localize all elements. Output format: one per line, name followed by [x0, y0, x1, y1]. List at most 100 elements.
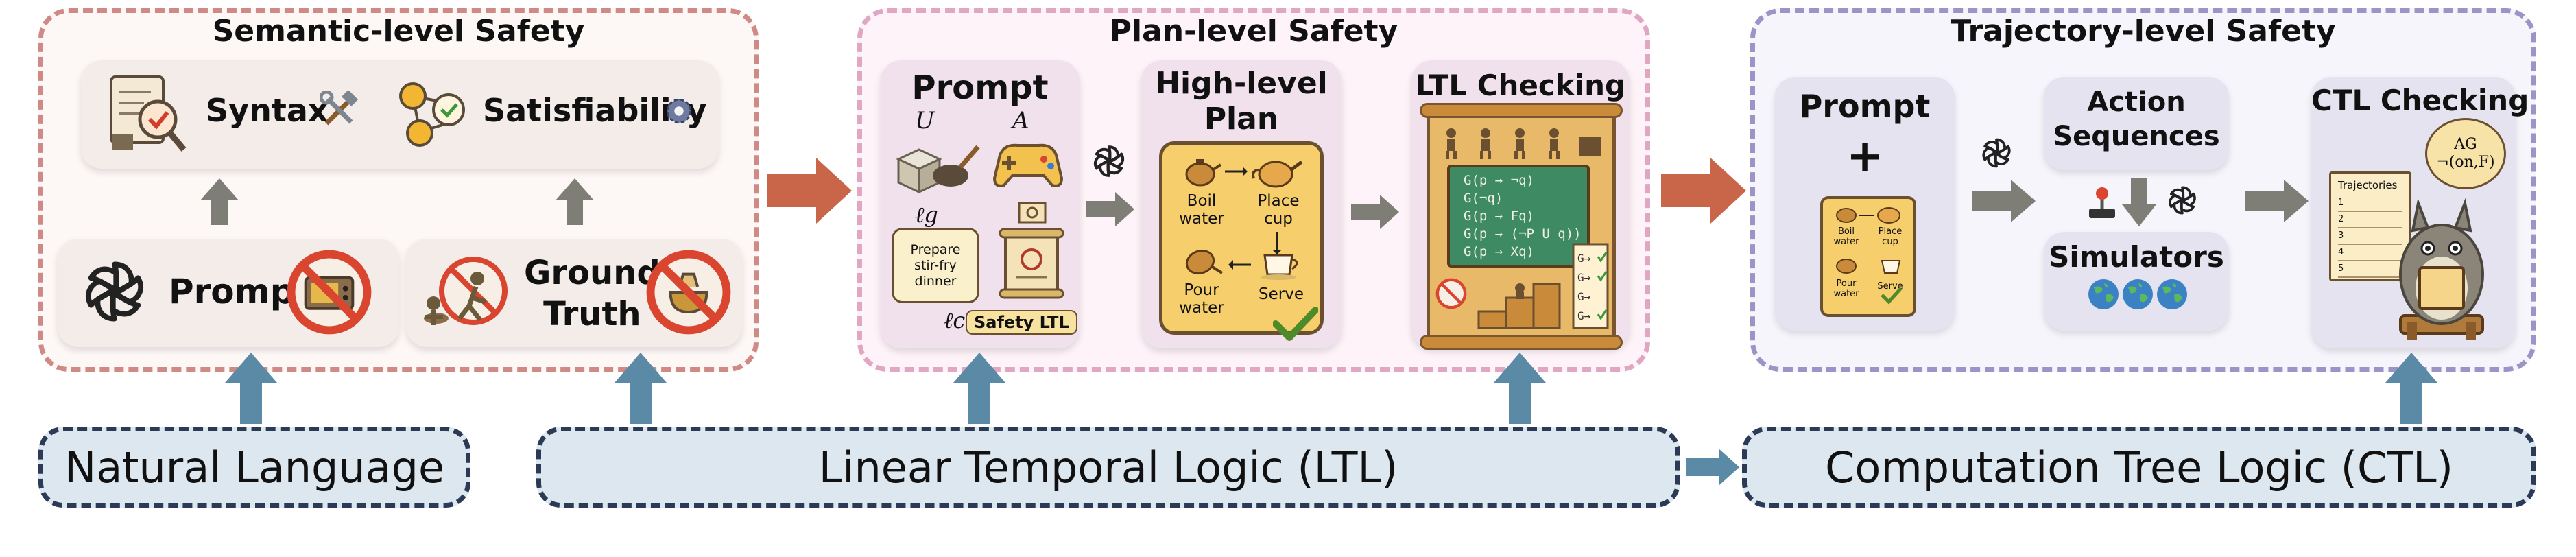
ctl-label: Computation Tree Logic (CTL) [1825, 442, 2453, 493]
syntax-satisfiability-card [81, 60, 719, 169]
natural-language-box: Natural Language [38, 427, 470, 508]
openai-logo-icon [1978, 134, 2015, 171]
trajectories-label: Trajectories [2338, 179, 2398, 191]
plan-arrow-down [1272, 232, 1282, 254]
ltl-formula-line: G(p → Xq) [1464, 244, 1534, 259]
action-to-simulators-arrow [2122, 178, 2156, 226]
trajectory-item: 4 [2338, 245, 2402, 261]
joystick-icon [2089, 187, 2115, 218]
no-running-chef-icon [424, 257, 508, 325]
ctl-thought-bubble: AG ¬(on,F) [2425, 118, 2506, 189]
teapot-icon [1252, 161, 1303, 188]
mini-plan-step: Pour water [1833, 278, 1859, 299]
scroll-document-icon [999, 228, 1064, 299]
trajectory-item: 5 [2338, 261, 2402, 278]
ctl-to-ctl-checking-arrow [2385, 353, 2437, 424]
syntax-label: Syntax [206, 92, 329, 129]
ctl-bubble-text: AG ¬(on,F) [2436, 136, 2495, 171]
pouring-kettle-icon [1185, 249, 1224, 275]
ltl-scroll-bottom-roll [1420, 335, 1623, 350]
openai-logo-icon [77, 254, 152, 329]
ltl-formula-line: G(¬q) [1464, 191, 1503, 206]
ltl-formula-line: G(p → Fq) [1464, 209, 1534, 224]
ltl-checking-label: LTL Checking [1415, 69, 1626, 102]
ltl-box: Linear Temporal Logic (LTL) [536, 427, 1680, 508]
trajectory-item: 1 [2338, 195, 2402, 212]
ltl-formula-line: G(p → (¬P U q)) [1464, 226, 1582, 241]
ltl-checklist-icon: G→ G→ G→ G→ [1572, 243, 1609, 329]
symbol-lc: ℓc [944, 307, 966, 333]
mini-plan-step: Place cup [1878, 226, 1903, 247]
ctl-checking-label: CTL Checking [2311, 84, 2529, 117]
plan-step-serve: Serve [1259, 285, 1304, 303]
gamepad-icon [992, 143, 1064, 187]
safety-ltl-tag: Safety LTL [966, 310, 1077, 335]
plan-arrow-left [1228, 260, 1251, 270]
trajectory-prompt-label: Prompt [1799, 88, 1931, 125]
ltl-label: Linear Temporal Logic (LTL) [818, 442, 1398, 493]
mini-plan-icons [1836, 207, 1903, 305]
kettle-icon [1185, 159, 1222, 187]
svg-text:G→: G→ [1577, 271, 1591, 284]
action-sequences-label: Action Sequences [2053, 86, 2220, 152]
trajectories-sheet: Trajectories 1 2 3 4 5 [2329, 171, 2411, 281]
symbol-a: A [1012, 107, 1029, 134]
ltl-to-ltl-checking-arrow [1494, 353, 1546, 424]
semantic-level-safety-title: Semantic-level Safety [212, 14, 585, 49]
symbol-lg: ℓg [915, 202, 938, 228]
plan-step-boil-water: Boil water [1179, 192, 1224, 228]
ltl-formula-line: G(p → ¬q) [1464, 173, 1534, 188]
plan-step-place-cup: Place cup [1257, 192, 1300, 228]
cup-icon [1261, 254, 1298, 280]
plan-level-safety-title: Plan-level Safety [1109, 14, 1398, 49]
plan-to-trajectory-arrow [1661, 158, 1746, 224]
ground-truth-to-satisfiability-arrow [556, 178, 594, 225]
nl-to-prompt-arrow [225, 353, 277, 424]
globe-icon [2121, 277, 2155, 311]
globe-icon [2086, 277, 2121, 311]
plan-prompt-label: Prompt [911, 69, 1049, 107]
semantic-ground-truth-label: Ground Truth [524, 254, 660, 333]
no-pot-icon [646, 250, 731, 335]
ltl-scroll-top-roll [1420, 103, 1623, 118]
ctl-box: Computation Tree Logic (CTL) [1742, 427, 2536, 508]
ltl-to-plan-prompt-arrow [953, 353, 1005, 424]
svg-text:G→: G→ [1577, 290, 1591, 303]
prompt-to-syntax-arrow [200, 178, 239, 225]
trajectory-level-safety-title: Trajectory-level Safety [1951, 14, 2336, 49]
no-microwave-icon [287, 250, 372, 335]
robot-steps-icon [1446, 128, 1601, 159]
satisfiability-graph-icon [399, 82, 465, 147]
symbol-u: U [915, 107, 935, 134]
ltl-to-ctl-arrow [1686, 449, 1739, 486]
trajectory-item: 3 [2338, 228, 2402, 245]
goal-note: Prepare stir-fry dinner [892, 228, 979, 303]
plus-sign: + [1846, 131, 1883, 182]
syntax-check-document-icon [110, 75, 187, 152]
action-sequences-card [2044, 77, 2229, 170]
semantic-to-plan-arrow [767, 158, 852, 224]
simulators-label: Simulators [2049, 240, 2224, 274]
high-level-plan-label: High-level Plan [1155, 66, 1328, 137]
natural-language-label: Natural Language [64, 442, 445, 493]
safety-ltl-tag-text: Safety LTL [974, 313, 1069, 332]
action-to-ctl-arrow [2245, 180, 2309, 222]
totoro-reader-icon [2399, 198, 2484, 340]
plan-arrow-right [1225, 167, 1248, 176]
svg-text:G→: G→ [1577, 252, 1591, 265]
cube-pan-icon [896, 145, 980, 194]
prompt-to-plan-arrow [1086, 192, 1134, 226]
plan-step-pour-water: Pour water [1179, 281, 1224, 317]
ltl-stairs-icon [1477, 283, 1561, 329]
plan-to-ltl-arrow [1351, 195, 1399, 229]
trajectory-item: 2 [2338, 212, 2402, 228]
checkmark-icon [1273, 307, 1318, 341]
mini-plan-step: Boil water [1833, 226, 1859, 247]
goal-note-text: Prepare stir-fry dinner [910, 241, 961, 289]
no-symbol-icon [1435, 277, 1468, 310]
gear-icon [660, 92, 698, 130]
hammer-wrench-icon [320, 91, 359, 126]
ltl-formula-board: G(p → ¬q) G(¬q) G(p → Fq) G(p → (¬P U q)… [1447, 165, 1590, 268]
prompt-to-action-arrow [1972, 180, 2036, 222]
svg-text:G→: G→ [1577, 309, 1591, 322]
